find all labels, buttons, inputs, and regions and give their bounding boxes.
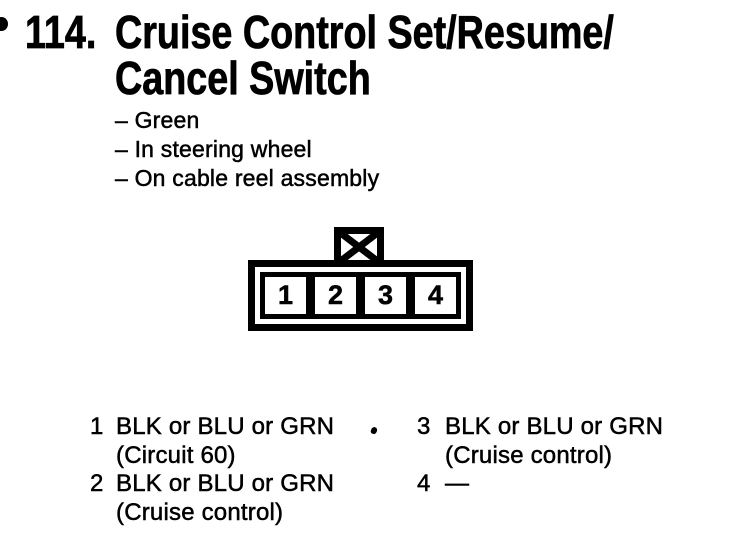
pin-legend-right-column: 3 BLK or BLU or GRN (Cruise control) 4 — [417, 413, 663, 499]
pin-entry-3-wire-colors: BLK or BLU or GRN [445, 413, 664, 440]
pin-entry-4-description: — [445, 470, 470, 499]
pin-entry-4-wire-colors: — [445, 470, 470, 497]
pin-entry-2-wire-colors: BLK or BLU or GRN [116, 470, 335, 497]
connector-pin-2: 2 [315, 277, 356, 314]
pin-entry-1-number: 1 [90, 413, 104, 440]
scan-speck [370, 426, 378, 435]
detail-item-mounting: – On cable reel assembly [115, 165, 380, 192]
pin-entry-3-note: (Cruise control) [445, 441, 613, 469]
pin-legend-left-column: 1 BLK or BLU or GRN (Circuit 60) 2 BLK o… [90, 413, 334, 527]
connector-pin-4: 4 [415, 277, 456, 314]
pin-entry-1-note: (Circuit 60) [116, 441, 236, 469]
connector-cavity-row: 1 2 3 4 [260, 272, 461, 319]
scan-artifact-left-edge [0, 17, 8, 31]
pin-entry-3-description: BLK or BLU or GRN (Cruise control) [445, 413, 663, 470]
pin-entry-3-number: 3 [417, 413, 431, 440]
pin-entry-1-description: BLK or BLU or GRN (Circuit 60) [116, 413, 334, 470]
pin-entry-2-description: BLK or BLU or GRN (Cruise control) [116, 470, 334, 527]
pin-entry-2-note: (Cruise control) [116, 498, 284, 526]
detail-list: – Green – In steering wheel – On cable r… [115, 106, 380, 193]
entry-title-line1: Cruise Control Set/Resume/ [115, 6, 615, 58]
detail-item-color: – Green [115, 107, 200, 134]
entry-title-line2: Cancel Switch [115, 52, 371, 104]
entry-number: 114. [25, 6, 97, 58]
pin-entry-1: 1 BLK or BLU or GRN (Circuit 60) [90, 413, 334, 470]
pin-entry-3: 3 BLK or BLU or GRN (Cruise control) [417, 413, 663, 470]
pin-entry-1-wire-colors: BLK or BLU or GRN [116, 413, 335, 440]
pin-entry-4: 4 — [417, 470, 663, 499]
entry-title: Cruise Control Set/Resume/Cancel Switch [115, 6, 615, 104]
pin-entry-4-number: 4 [417, 470, 431, 497]
pin-entry-2-number: 2 [90, 470, 104, 497]
detail-item-location: – In steering wheel [115, 136, 312, 163]
connector-pin-1: 1 [265, 277, 306, 314]
connector-shell: 1 2 3 4 [248, 260, 473, 331]
pin-entry-2: 2 BLK or BLU or GRN (Cruise control) [90, 470, 334, 527]
connector-pin-3: 3 [365, 277, 406, 314]
